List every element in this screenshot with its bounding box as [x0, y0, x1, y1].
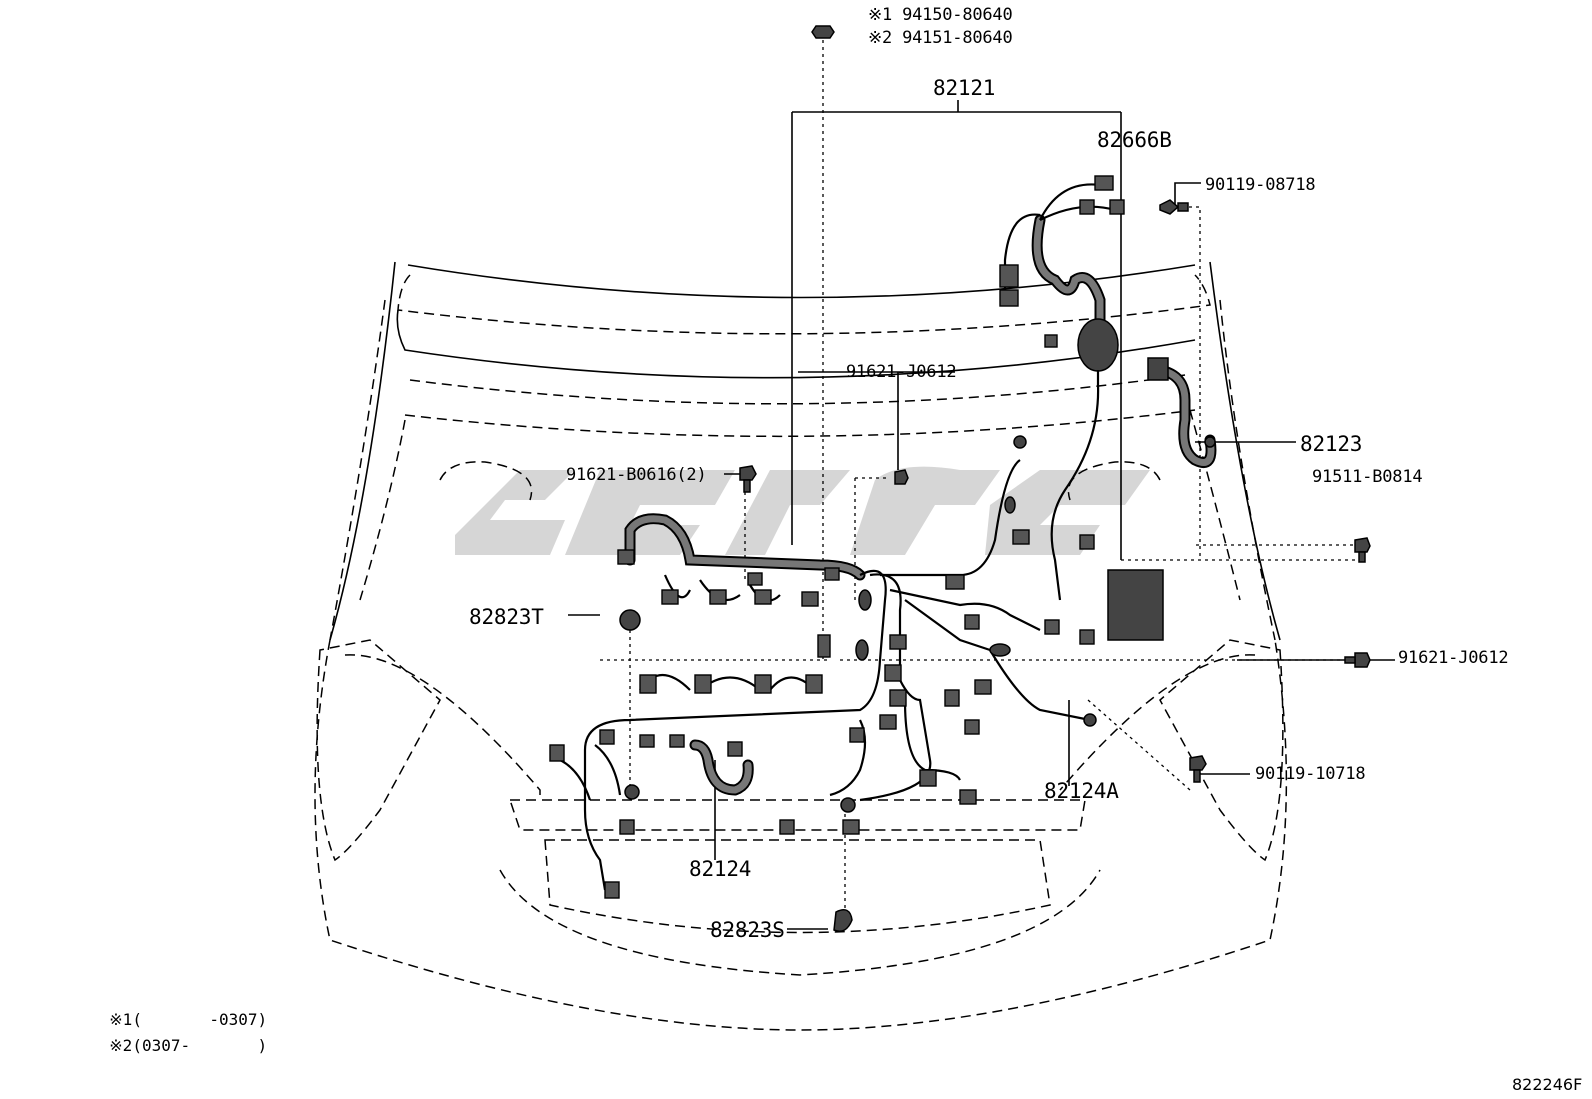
engine-bay-outline [314, 261, 1288, 1031]
part-label-91621-J0612-right[interactable]: 91621-J0612 [1398, 648, 1509, 668]
part-label-91621-B0616[interactable]: 91621-B0616(2) [566, 465, 707, 485]
note-2: ※2(0307- ) [90, 1016, 267, 1056]
fasteners [739, 25, 1371, 932]
harness-82123 [1147, 357, 1217, 468]
watermark-logo [455, 466, 1150, 555]
callout-lines [568, 40, 1395, 930]
figure-code: 822246F [1512, 1075, 1583, 1094]
note-2-range: (0307- ) [132, 1036, 268, 1055]
note-1: ※1( -0307) [90, 990, 267, 1030]
part-label-90119-08718[interactable]: 90119-08718 [1205, 175, 1316, 195]
note-1-mark: ※1 [109, 1010, 133, 1029]
note-2-mark: ※2 [109, 1036, 133, 1055]
part-label-82121[interactable]: 82121 [933, 76, 996, 100]
part-label-90119-10718[interactable]: 90119-10718 [1255, 764, 1366, 784]
part-label-91511-B0814[interactable]: 91511-B0814 [1312, 467, 1423, 487]
part-label-82823T[interactable]: 82823T [469, 605, 544, 629]
nut-part-number-2[interactable]: ※2 94151-80640 [868, 28, 1013, 48]
harness-82121 [549, 435, 1164, 899]
part-label-91621-J0612-top[interactable]: 91621-J0612 [846, 362, 957, 382]
harness-82666B [999, 175, 1125, 601]
nut-part-number-1[interactable]: ※1 94150-80640 [868, 5, 1013, 25]
part-label-82666B[interactable]: 82666B [1097, 128, 1172, 152]
part-label-82124[interactable]: 82124 [689, 857, 752, 881]
part-label-82124A[interactable]: 82124A [1044, 779, 1119, 803]
note-1-range: ( -0307) [132, 1010, 268, 1029]
part-label-82123[interactable]: 82123 [1300, 432, 1363, 456]
part-label-82823S[interactable]: 82823S [710, 918, 785, 942]
